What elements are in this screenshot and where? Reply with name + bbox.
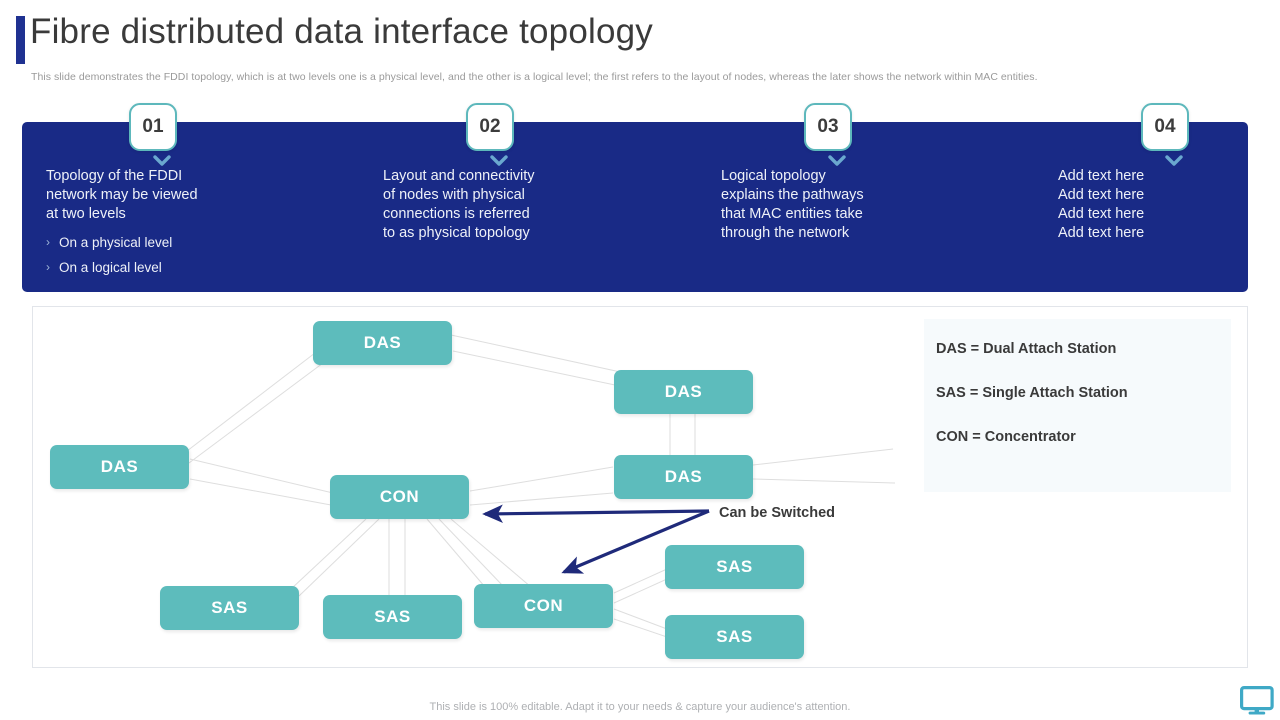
column-heading: Layout and connectivity of nodes with ph… <box>383 168 535 241</box>
panel-column-03: 03 Logical topology explains the pathway… <box>697 103 1037 292</box>
list-item: › On a logical level <box>46 258 362 277</box>
node-con-center[interactable]: CON <box>330 475 469 519</box>
node-label: DAS <box>363 333 402 352</box>
page-subtitle: This slide demonstrates the FDDI topolog… <box>31 71 1038 83</box>
node-label: SAS <box>716 557 753 576</box>
badge-number-02[interactable]: 02 <box>466 103 514 151</box>
node-das-right-upper[interactable]: DAS <box>614 370 753 414</box>
column-heading: Logical topology explains the pathways t… <box>721 168 864 241</box>
bullet-label: On a physical level <box>59 235 173 250</box>
node-label: CON <box>379 487 420 506</box>
info-panel: 01 Topology of the FDDI network may be v… <box>22 103 1248 292</box>
node-label: DAS <box>100 457 139 476</box>
node-label: DAS <box>664 382 703 401</box>
diagram-legend: DAS = Dual Attach Station SAS = Single A… <box>924 319 1231 492</box>
column-heading: Topology of the FDDI network may be view… <box>46 168 198 222</box>
column-heading: Add text here Add text here Add text her… <box>1058 168 1145 241</box>
can-be-switched-arrows <box>482 504 710 574</box>
title-accent-bar <box>16 16 25 64</box>
chevron-right-icon: › <box>46 235 50 249</box>
page-title: Fibre distributed data interface topolog… <box>30 12 654 51</box>
topology-edges <box>186 334 896 638</box>
node-label: DAS <box>664 467 703 486</box>
badge-label: 01 <box>142 116 164 137</box>
title-row: Fibre distributed data interface topolog… <box>0 12 1280 64</box>
legend-item-sas: SAS = Single Attach Station <box>936 385 1128 401</box>
node-label: SAS <box>716 627 753 646</box>
badge-number-04[interactable]: 04 <box>1141 103 1189 151</box>
node-sas-right-lower[interactable]: SAS <box>665 615 804 659</box>
node-label: CON <box>523 596 564 615</box>
node-sas-middle[interactable]: SAS <box>323 595 462 639</box>
node-con-bottom[interactable]: CON <box>474 584 613 628</box>
bullet-label: On a logical level <box>59 260 162 275</box>
chevron-right-icon: › <box>46 260 50 274</box>
badge-label: 03 <box>817 116 839 137</box>
node-sas-left[interactable]: SAS <box>160 586 299 630</box>
badge-number-03[interactable]: 03 <box>804 103 852 151</box>
monitor-icon[interactable] <box>1240 686 1274 720</box>
column-bullets: › On a physical level › On a logical lev… <box>46 233 362 277</box>
node-label: SAS <box>374 607 411 626</box>
node-sas-right-upper[interactable]: SAS <box>665 545 804 589</box>
badge-number-01[interactable]: 01 <box>129 103 177 151</box>
panel-column-02: 02 Layout and connectivity of nodes with… <box>359 103 699 292</box>
panel-column-04: 04 Add text here Add text here Add text … <box>1034 103 1248 292</box>
list-item: › On a physical level <box>46 233 362 252</box>
node-label: SAS <box>211 598 248 617</box>
legend-item-das: DAS = Dual Attach Station <box>936 341 1117 357</box>
badge-label: 02 <box>479 116 501 137</box>
panel-column-01: 01 Topology of the FDDI network may be v… <box>22 103 362 292</box>
node-das-right-lower[interactable]: DAS <box>614 455 753 499</box>
can-be-switched-label: Can be Switched <box>719 505 836 521</box>
footer-note: This slide is 100% editable. Adapt it to… <box>429 701 851 713</box>
topology-diagram: DAS DAS DAS DAS CON SAS SAS SAS CON SAS … <box>32 306 1248 668</box>
node-das-top[interactable]: DAS <box>313 321 452 365</box>
badge-label: 04 <box>1154 116 1176 137</box>
legend-item-con: CON = Concentrator <box>936 429 1076 445</box>
node-das-left[interactable]: DAS <box>50 445 189 489</box>
